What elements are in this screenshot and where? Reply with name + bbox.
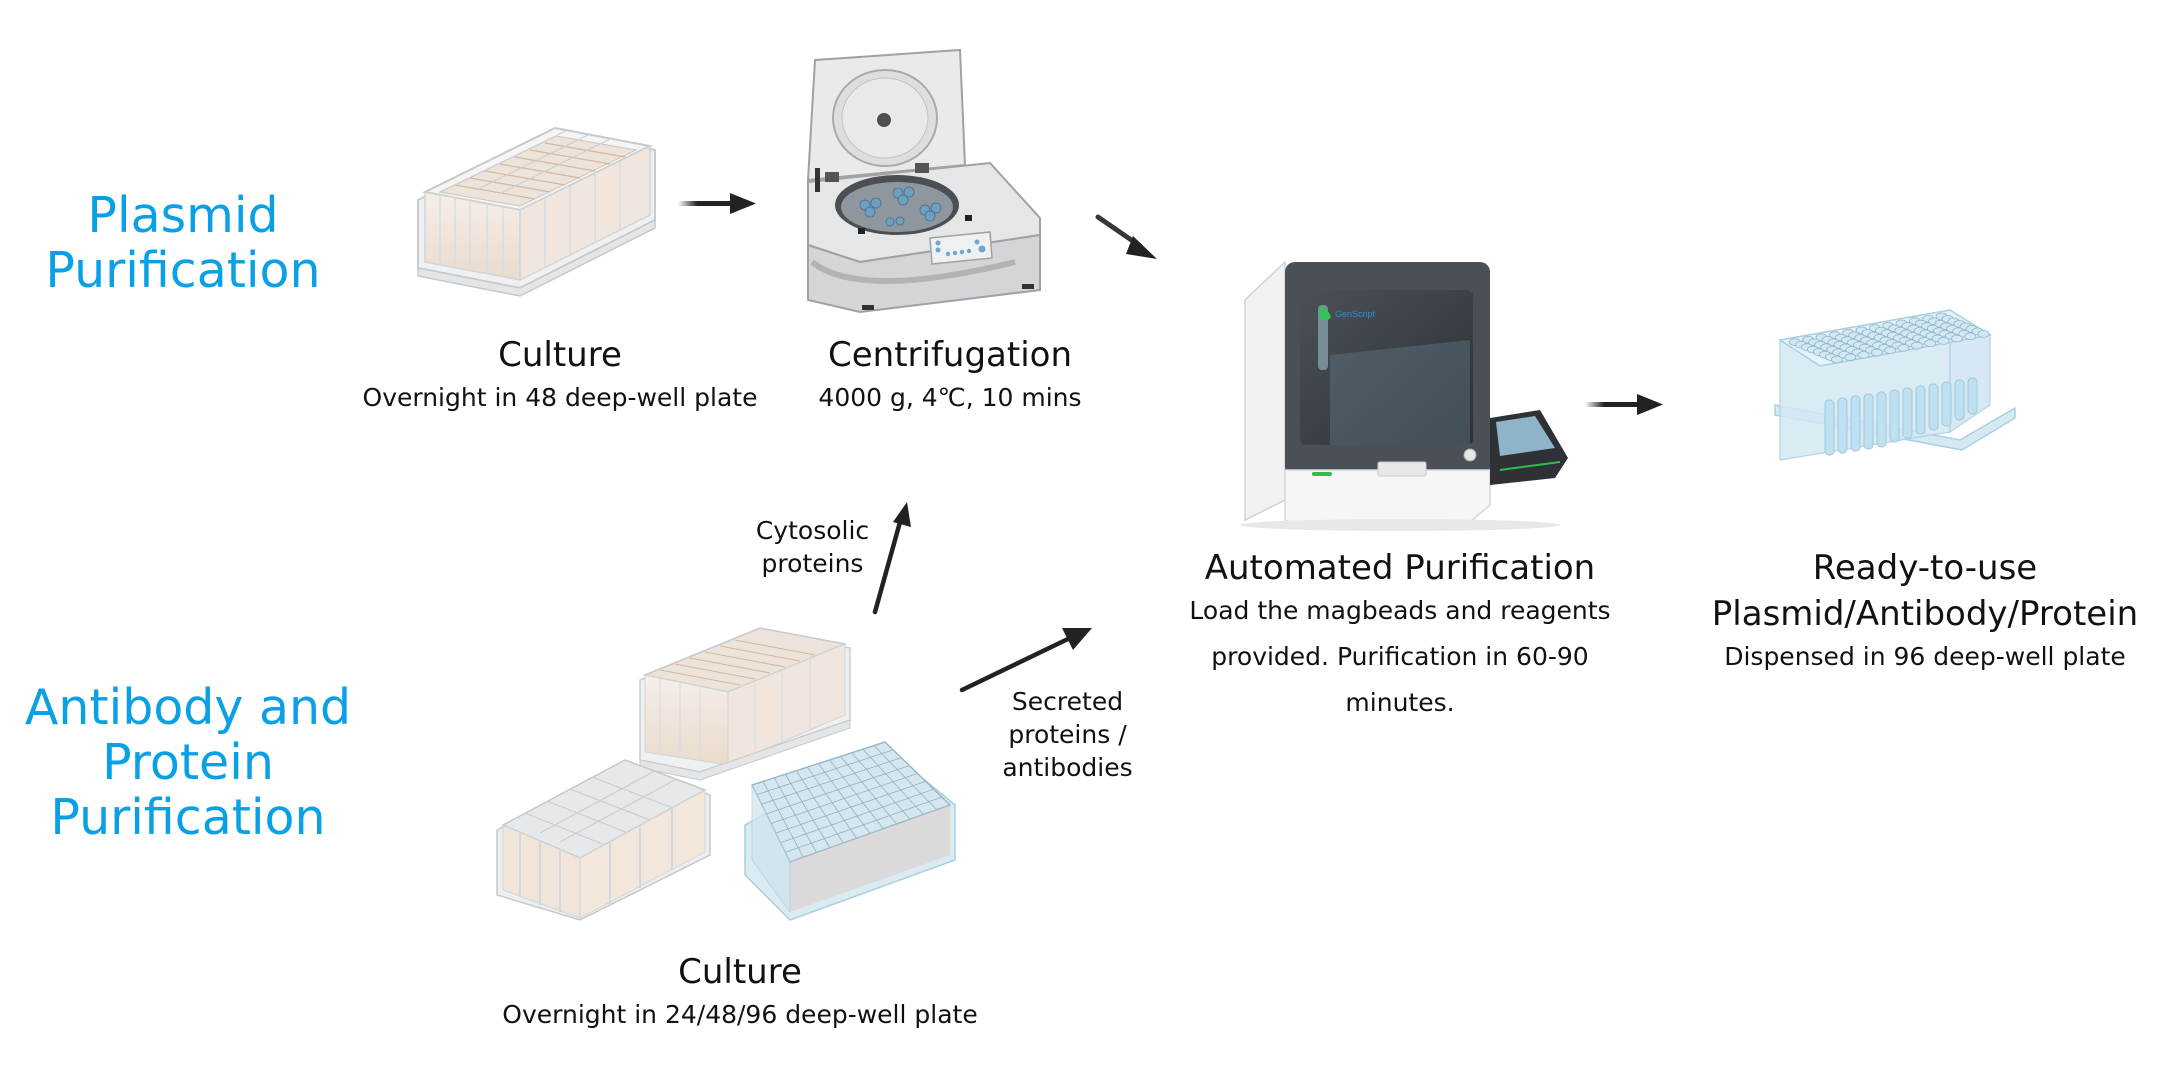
automated-purification-instrument-icon: GenScript [1240,260,1568,531]
step-title-line2: Plasmid/Antibody/Protein [1711,594,2139,634]
antibody-protein-purification-title: Antibody and Protein Purification [18,680,358,845]
deep-well-plate-96-culture-icon [744,741,956,921]
well [1937,337,1950,345]
well [1844,353,1857,362]
antibody-title-line2: Protein [102,734,274,791]
well [1910,341,1923,350]
well [1977,330,1990,338]
step-centrifugation: Centrifugation 4000 g, 4℃, 10 mins [760,335,1140,421]
step-subtitle: Dispensed in 96 deep-well plate [1724,642,2126,671]
grid-line [789,804,951,863]
step-plasmid-culture: Culture Overnight in 48 deep-well plate [350,335,770,421]
antibody-title-line1: Antibody and [24,679,352,736]
plasmid-purification-title: Plasmid Purification [33,188,333,298]
well [1924,339,1937,348]
well [1964,332,1977,341]
plate-wells [1788,312,1990,364]
grid-line [785,796,943,853]
well [1870,348,1883,357]
step-title: Culture [678,952,802,992]
arrow-automated-purification-to-ready-to-use [1585,394,1663,415]
well [1950,334,1963,343]
branch-label-cytosolic: Cytosolic proteins [730,514,895,580]
well [1830,355,1843,364]
instrument-brand-label: GenScript [1335,309,1376,319]
genscript-logo-icon [1318,305,1331,321]
antibody-title-line3: Purification [50,789,326,846]
branch-line1: Cytosolic [755,516,870,545]
step-subtitle: 4000 g, 4℃, 10 mins [818,383,1082,412]
step-subtitle-line3: minutes. [1345,688,1455,717]
grid-line [780,788,934,844]
arrow-secreted-to-automated-purification [959,628,1092,693]
step-subtitle: Overnight in 24/48/96 deep-well plate [502,1000,978,1029]
well [1857,351,1870,359]
deep-well-plate-96-icon [1774,308,2016,461]
plasmid-title-line1: Plasmid [87,187,279,244]
centrifuge-icon [806,48,1041,314]
step-subtitle: Overnight in 48 deep-well plate [362,383,758,412]
grid-line [766,765,910,815]
arrow-cytosolic-to-centrifugation [872,502,911,615]
branch-line2: proteins [761,549,864,578]
step-automated-purification: Automated Purification Load the magbeads… [1170,548,1630,726]
deep-well-plate-48-icon [417,126,656,297]
arrow-centrifugation-to-automated-purification [1095,214,1157,259]
branch-line3: antibodies [1002,753,1133,782]
branch-line2: proteins / [1008,720,1127,749]
grid-line [775,780,926,834]
step-ready-to-use: Ready-to-use Plasmid/Antibody/Protein Di… [1690,548,2160,680]
step-title: Culture [498,335,622,375]
grid-line [761,757,902,805]
arrow-culture-to-centrifugation [678,193,756,214]
step-protein-culture: Culture Overnight in 24/48/96 deep-well … [490,952,990,1038]
step-title: Automated Purification [1204,548,1596,588]
branch-label-secreted: Secreted proteins / antibodies [985,685,1150,784]
deep-well-plate-24-icon [496,759,711,921]
step-title-line1: Ready-to-use [1812,548,2038,588]
step-subtitle-line2: provided. Purification in 60-90 [1211,642,1589,671]
step-subtitle-line1: Load the magbeads and reagents [1189,596,1611,625]
plasmid-title-line2: Purification [45,242,321,299]
deep-well-plate-48-lower-icon [639,627,851,781]
grid-line [770,773,918,824]
branch-line1: Secreted [1011,687,1124,716]
grid-line [751,741,886,786]
grid-line [756,749,894,796]
well [1897,344,1910,352]
step-title: Centrifugation [827,335,1073,375]
well [1884,346,1897,355]
